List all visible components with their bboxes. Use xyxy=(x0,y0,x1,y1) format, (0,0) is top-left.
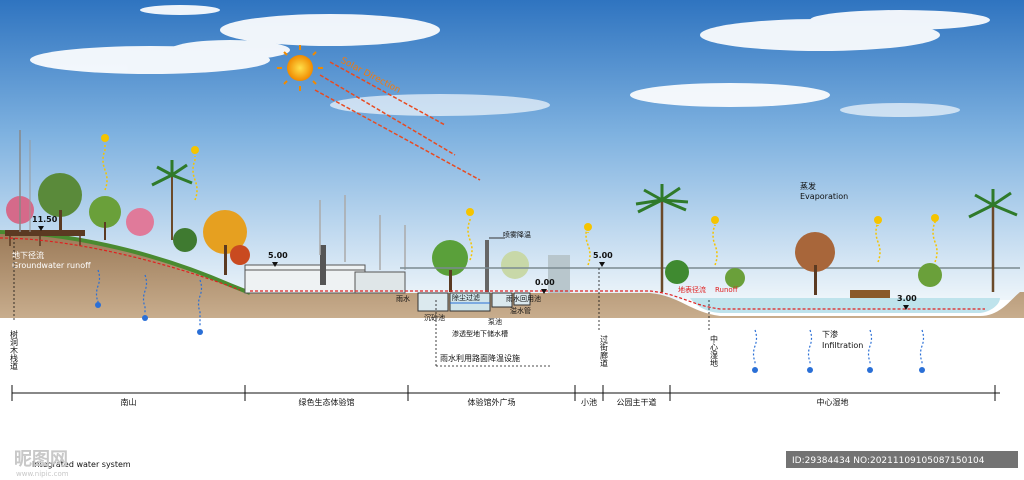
boardwalk-deck xyxy=(5,230,85,236)
evaporation-arrow-head-6 xyxy=(931,214,939,222)
elevation-label-5: 3.00 xyxy=(897,294,917,303)
road-cooling-label: 雨水利用路面降温设施 xyxy=(440,353,520,363)
infiltration-drop-3 xyxy=(752,329,758,365)
infiltration-drop-head-3 xyxy=(752,367,758,373)
surface-runoff-en: Runoff xyxy=(715,286,738,294)
spray-cooling-label: 喷雾降温 xyxy=(503,230,531,239)
evaporation-arrow-head-5 xyxy=(874,216,882,224)
infiltration-cn: 下渗 xyxy=(822,329,838,339)
rainwater-label: 雨水 xyxy=(396,294,410,303)
infiltration-drop-6 xyxy=(919,329,925,365)
evaporation-arrow-head-0 xyxy=(101,134,109,142)
infiltration-drop-head-2 xyxy=(197,329,203,335)
corridor-label: 过街廊道 xyxy=(600,334,609,368)
clouds xyxy=(30,5,990,117)
zone-label-0: 南山 xyxy=(121,397,137,407)
infiltration-drop-0 xyxy=(95,269,101,303)
evaporation-cn: 蒸发 xyxy=(800,181,816,191)
elevation-label-4: 5.00 xyxy=(593,251,613,260)
dust-filter-label: 除尘过滤 xyxy=(452,293,480,302)
infiltration-drop-1 xyxy=(142,274,148,313)
zone-label-1: 绿色生态体验馆 xyxy=(299,397,355,407)
watermark-logo: 昵图网 xyxy=(14,449,68,470)
overflow-pipe-label: 溢水管 xyxy=(510,306,531,315)
watermark: 昵图网 www.nipic.com ID:29384434 NO:2021110… xyxy=(14,449,1018,478)
zone-labels: 南山 绿色生态体验馆 体验馆外广场 小池 公园主干道 中心湿地 xyxy=(121,397,849,407)
guide-lines xyxy=(13,238,710,330)
infiltration-drop-head-5 xyxy=(867,367,873,373)
recycle-pool-label: 雨水回用池 xyxy=(506,294,541,303)
watermark-id: ID:29384434 NO:20211109105087150104 xyxy=(792,456,985,466)
surface-runoff-cn: 地表径流 xyxy=(678,285,706,294)
infiltration-en: Infiltration xyxy=(822,341,863,350)
evaporation-arrow-head-4 xyxy=(711,216,719,224)
sediment-tank-label: 沉砂池 xyxy=(424,313,445,322)
evaporation-arrow-5 xyxy=(875,221,881,263)
groundwater-cn: 地下径流 xyxy=(12,250,44,260)
evaporation-arrow-1 xyxy=(192,156,198,201)
elevation-markers: 11.50 5.00 0.00 5.00 3.00 xyxy=(32,215,917,310)
hill-trees xyxy=(6,130,250,275)
evaporation-en: Evaporation xyxy=(800,192,848,201)
evaporation-arrows xyxy=(101,134,939,266)
underground-facility xyxy=(417,292,531,312)
elevation-label-3: 0.00 xyxy=(535,278,555,287)
ground-soil xyxy=(0,232,1024,318)
pump-label: 泵池 xyxy=(488,317,502,326)
infiltration-drop-head-4 xyxy=(807,367,813,373)
evaporation-arrow-2 xyxy=(467,218,473,261)
runoff-lines xyxy=(0,237,985,310)
sun-icon xyxy=(287,55,313,81)
infiltration-drop-head-1 xyxy=(142,315,148,321)
groundwater-en: Groundwater runoff xyxy=(12,261,91,270)
boardwalk-label: 树洞木栈道 xyxy=(10,329,19,371)
infiltration-drop-4 xyxy=(807,329,813,365)
wetland-water xyxy=(690,298,1000,313)
bottom-caption: Integrated water system xyxy=(32,460,131,469)
plaza-elements xyxy=(400,237,1020,293)
elevation-label-2: 5.00 xyxy=(268,251,288,260)
evaporation-arrow-6 xyxy=(932,221,938,263)
zone-label-5: 中心湿地 xyxy=(817,397,849,407)
evaporation-arrow-head-3 xyxy=(584,223,592,231)
infiltration-drop-5 xyxy=(867,329,873,365)
infiltration-drop-head-0 xyxy=(95,302,101,308)
infiltration-drop-2 xyxy=(197,279,203,327)
infiltration-drop-head-6 xyxy=(919,367,925,373)
white-ground-band xyxy=(0,300,1024,480)
evaporation-arrow-head-2 xyxy=(466,208,474,216)
evaporation-arrow-head-1 xyxy=(191,146,199,154)
evaporation-arrow-4 xyxy=(712,224,718,266)
permeable-tank-label: 渗透型地下储水槽 xyxy=(452,329,508,338)
wetland-vertical-label: 中心湿地 xyxy=(710,334,719,367)
wetland-trees xyxy=(635,184,1018,298)
infiltration-drops xyxy=(95,269,925,373)
zone-label-2: 体验馆外广场 xyxy=(468,397,516,407)
solar-rays xyxy=(314,61,481,181)
sun-rays xyxy=(277,45,323,91)
zone-label-4: 公园主干道 xyxy=(617,397,657,407)
eco-pavilion xyxy=(244,195,406,294)
evaporation-arrow-0 xyxy=(102,144,108,191)
elevation-label-1: 11.50 xyxy=(32,215,58,224)
zone-bar xyxy=(11,385,1000,401)
zone-label-3: 小池 xyxy=(581,397,597,407)
watermark-url: www.nipic.com xyxy=(16,470,69,478)
